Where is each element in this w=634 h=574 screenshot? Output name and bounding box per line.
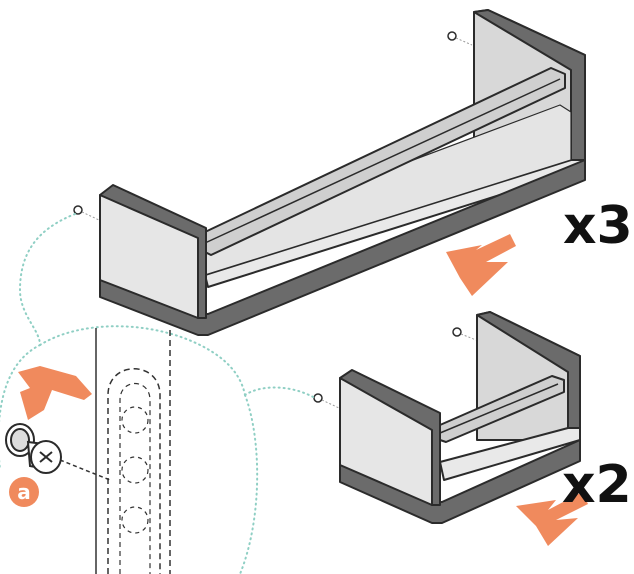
part-a-label: a xyxy=(17,480,31,504)
part-a-badge xyxy=(9,477,39,507)
small-shelf-floor xyxy=(439,427,581,481)
screw-icon xyxy=(5,423,62,474)
arrow-small-shelf-icon xyxy=(516,492,588,546)
large-shelf xyxy=(99,9,586,336)
arrow-large-shelf-icon xyxy=(446,234,516,296)
screw-detail: a xyxy=(5,423,111,507)
keyhole-circle-1 xyxy=(121,406,149,434)
detail-circle-right xyxy=(239,394,259,574)
detail-callout-guides xyxy=(0,213,316,574)
screw-positions xyxy=(73,31,462,403)
keyhole-slot-inner xyxy=(119,383,151,574)
detail-circle-left xyxy=(0,344,41,471)
keyhole-circle-3 xyxy=(121,506,149,534)
screw-marker-large-right xyxy=(447,31,457,41)
screw-marker-large-left xyxy=(73,205,83,215)
large-shelf-left-panel-edge xyxy=(99,184,207,319)
screw-marker-small-left xyxy=(313,393,323,403)
small-shelf-quantity: x2 xyxy=(562,455,632,515)
small-shelf-left-panel-edge xyxy=(339,369,441,506)
keyhole-circle-2 xyxy=(121,456,149,484)
guide-to-small-shelf xyxy=(244,386,316,399)
wall-detail xyxy=(95,328,171,574)
screw-insertion-line xyxy=(59,459,111,481)
keyhole-slot xyxy=(107,368,161,574)
screw-marker-small-right xyxy=(452,327,462,337)
arrow-screw-insert-icon xyxy=(18,366,92,420)
large-shelf-quantity: x3 xyxy=(563,196,633,256)
small-shelf xyxy=(339,311,581,524)
guide-to-large-shelf xyxy=(18,213,76,346)
